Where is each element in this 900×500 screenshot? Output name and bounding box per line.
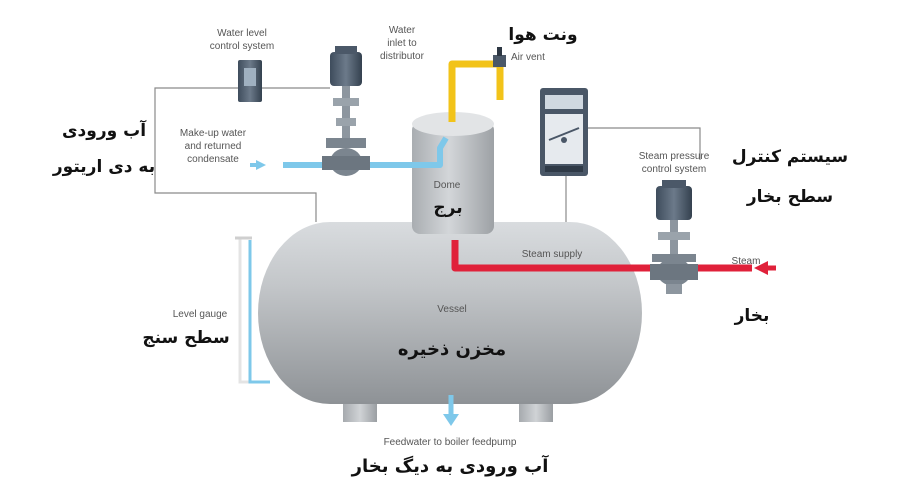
label-air-vent-fa: ونت هوا [508, 25, 577, 45]
label-vessel-fa: مخزن ذخیره [398, 339, 506, 360]
makeup-fa-line-2: به دی اریتور [52, 157, 155, 177]
label-steam-pressure-control: Steam pressure control system [639, 151, 710, 175]
steam-pressure-fa-line-1: سیستم کنترل [732, 147, 848, 167]
steam-pressure-line-2: control system [642, 164, 706, 175]
label-dome-fa: برج [433, 198, 462, 218]
dome-top [412, 112, 494, 136]
water-inlet-line-3: distributor [380, 51, 425, 62]
label-feedwater: Feedwater to boiler feedpump [384, 437, 517, 448]
dome-body [412, 122, 494, 234]
water-level-line-1: Water level [217, 28, 267, 39]
steam-inlet-arrow [754, 261, 768, 275]
label-level-gauge: Level gauge [173, 309, 228, 320]
makeup-line-3: condensate [187, 154, 239, 165]
air-vent-pipe [448, 60, 504, 122]
level-control-signal-line [154, 87, 317, 222]
water-inlet-line-1: Water [389, 25, 416, 36]
water-inlet-line-2: inlet to [387, 38, 417, 49]
steam-pressure-line-1: Steam pressure [639, 151, 710, 162]
label-level-gauge-fa: سطح سنج [142, 328, 229, 348]
label-air-vent: Air vent [511, 52, 545, 63]
label-vessel: Vessel [437, 304, 466, 315]
label-makeup-water: Make-up water and returned condensate [180, 128, 247, 165]
label-makeup-water-fa: آب ورودی به دی اریتور [52, 119, 155, 177]
label-water-inlet: Water inlet to distributor [380, 25, 425, 62]
label-dome: Dome [434, 180, 461, 191]
level-gauge-water-line [248, 240, 270, 384]
label-steam: Steam [732, 256, 761, 267]
pressure-control-signal-line [588, 127, 701, 160]
steam-pressure-control-valve [650, 180, 698, 294]
label-feedwater-fa: آب ورودی به دیگ بخار [351, 454, 550, 477]
makeup-water-arrow [256, 160, 266, 170]
air-vent-valve [493, 47, 506, 67]
steam-pressure-fa-line-2: سطح بخار [746, 187, 833, 207]
feedwater-outlet-arrow [443, 395, 459, 426]
makeup-fa-line-1: آب ورودی [62, 119, 147, 141]
water-level-control-unit [238, 60, 262, 102]
makeup-line-1: Make-up water [180, 128, 247, 139]
makeup-line-2: and returned [185, 141, 242, 152]
steam-pressure-control-panel [540, 88, 588, 176]
control-lines [154, 87, 701, 270]
label-water-level-control: Water level control system [210, 28, 274, 52]
label-steam-pressure-control-fa: سیستم کنترل سطح بخار [732, 147, 848, 207]
water-level-line-2: control system [210, 41, 274, 52]
label-steam-supply: Steam supply [522, 249, 583, 260]
makeup-control-valve [322, 46, 370, 176]
label-steam-fa: بخار [734, 306, 770, 326]
